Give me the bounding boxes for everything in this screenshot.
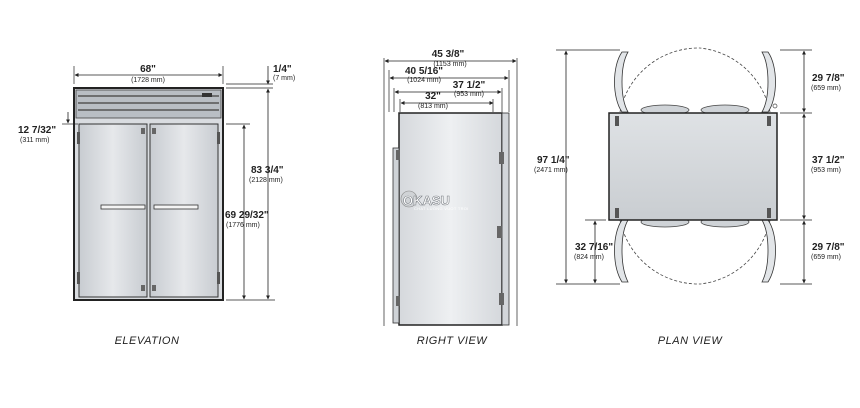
elevation-label: ELEVATION <box>115 335 180 347</box>
right-view-cabinet <box>398 112 503 326</box>
logo-text: OKASU <box>403 193 450 208</box>
right-view-label: RIGHT VIEW <box>417 335 489 347</box>
right-body-mm: (953 mm) <box>454 91 484 98</box>
okasu-logo: OKASU CHAT LUONG VUOT TROI <box>400 190 469 211</box>
plan-cabinet-in: 37 1/2" <box>812 155 845 166</box>
elevation-width-mm: (1728 mm) <box>131 77 165 84</box>
plan-overall-in: 97 1/4" <box>537 155 570 166</box>
elevation-height-mm: (2128 mm) <box>249 177 283 184</box>
plan-door-top-right <box>761 51 776 113</box>
elevation-doorheight-mm: (1776 mm) <box>226 222 260 229</box>
plan-swing-bottom-in: 29 7/8" <box>812 242 845 253</box>
elevation-width-in: 68" <box>140 64 156 75</box>
plan-overall-mm: (2471 mm) <box>534 167 568 174</box>
plan-swing-top-mm: (659 mm) <box>811 85 841 92</box>
plan-door-top-left <box>614 51 629 113</box>
elevation-door-right <box>149 123 219 298</box>
right-cabinet-mm: (813 mm) <box>418 103 448 110</box>
plan-cabinet-mm: (953 mm) <box>811 167 841 174</box>
right-cabinet-in: 32" <box>425 91 441 102</box>
elevation-doorheight-in: 69 29/32" <box>225 210 269 221</box>
elevation-handle-left <box>100 204 146 210</box>
plan-swing-top-in: 29 7/8" <box>812 73 845 84</box>
plan-offset-mm: (824 mm) <box>574 254 604 261</box>
elevation-handle-right <box>153 204 199 210</box>
plan-cabinet <box>608 112 778 221</box>
logo-tagline: CHAT LUONG VUOT TROI <box>414 206 469 211</box>
plan-swing-bottom-mm: (659 mm) <box>811 254 841 261</box>
right-body-in: 37 1/2" <box>453 80 486 91</box>
elevation-topgap-in: 1/4" <box>273 64 292 75</box>
plan-view-label: PLAN VIEW <box>658 335 724 347</box>
right-overall-mm: (1153 mm) <box>433 61 466 68</box>
elevation-side-in: 12 7/32" <box>18 125 56 136</box>
elevation-louver-panel <box>75 89 222 119</box>
elevation-view: 68" (1728 mm) 1/4" (7 mm) 12 7/32" (311 … <box>18 64 295 347</box>
plan-door-bottom-left <box>614 219 629 283</box>
right-view: OKASU CHAT LUONG VUOT TROI 45 3/8" (1153… <box>383 49 518 347</box>
plan-door-bottom-right <box>761 219 776 283</box>
right-handles-in: 40 5/16" <box>405 66 443 77</box>
elevation-topgap-mm: (7 mm) <box>273 75 295 82</box>
plan-view: 29 7/8" (659 mm) 37 1/2" (953 mm) 29 7/8… <box>534 47 845 347</box>
right-handles-mm: (1024 mm) <box>407 77 441 84</box>
elevation-side-mm: (311 mm) <box>20 137 49 144</box>
elevation-door-left <box>78 123 148 298</box>
elevation-height-in: 83 3/4" <box>251 165 284 176</box>
right-overall-in: 45 3/8" <box>432 49 465 60</box>
plan-offset-in: 32 7/16" <box>575 242 613 253</box>
